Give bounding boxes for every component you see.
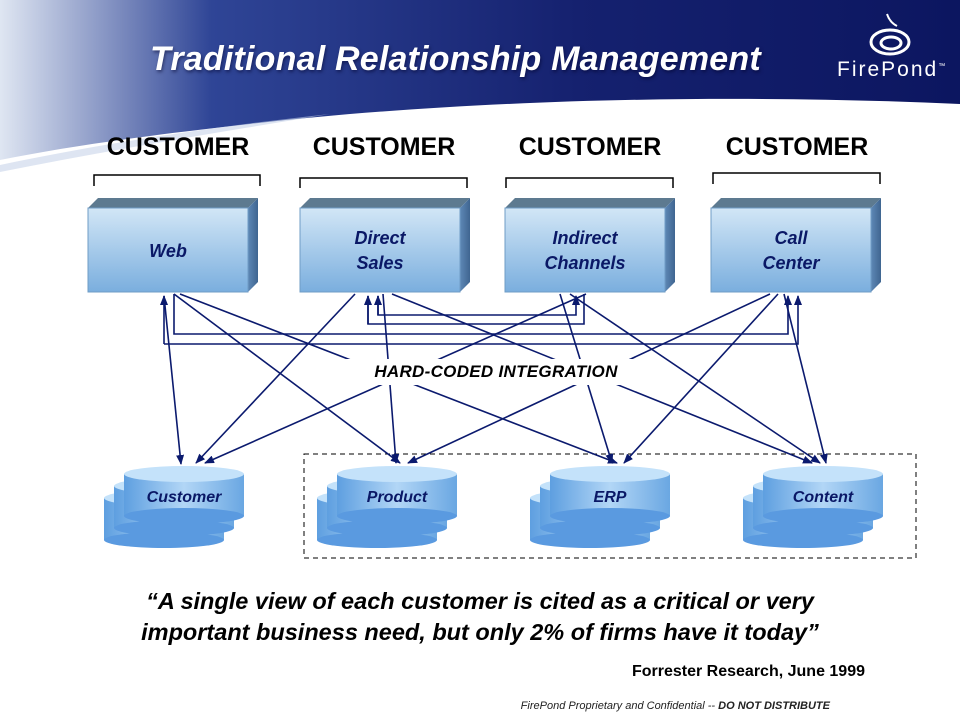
integration-connectors: [160, 293, 828, 465]
logo-trademark: ™: [938, 63, 946, 70]
channel-label-line1: Indirect: [552, 228, 618, 248]
database-label-content: Content: [792, 489, 854, 506]
footer-emphasis: DO NOT DISTRIBUTE: [718, 700, 830, 712]
customer-brackets: [93, 172, 881, 188]
database-label-erp: ERP: [593, 489, 627, 506]
database-label-customer: Customer: [146, 489, 222, 506]
footer-confidentiality: FirePond Proprietary and Confidential --…: [330, 700, 830, 712]
customer-label-3: CUSTOMER: [518, 133, 662, 161]
channel-box-indirect-channels: [504, 198, 675, 293]
integration-label: HARD-CODED INTEGRATION: [336, 359, 656, 385]
channel-label-line1: Web: [149, 241, 187, 261]
channel-label-web: Web: [88, 239, 248, 264]
channel-label-call-center: Call Center: [711, 226, 871, 276]
channel-label-direct-sales: Direct Sales: [300, 226, 460, 276]
database-product-stack: [317, 466, 457, 548]
database-content-stack: [743, 466, 883, 548]
channel-label-indirect-channels: Indirect Channels: [505, 226, 665, 276]
connector-web-callcenter: [173, 294, 792, 335]
channel-box-call-center: [710, 198, 881, 293]
header-band: [0, 0, 960, 160]
channel-label-line2: Sales: [356, 253, 404, 273]
quote-line-2: important business need, but only 2% of …: [141, 619, 819, 645]
channel-box-direct-sales: [299, 198, 470, 293]
channel-label-line1: Direct: [354, 228, 406, 248]
quote-line-1: “A single view of each customer is cited…: [146, 588, 814, 614]
database-erp-stack: [530, 466, 670, 548]
database-customer-stack: [104, 466, 244, 548]
firepond-logo-icon: [869, 13, 911, 56]
slide-title: Traditional Relationship Management: [150, 40, 761, 78]
logo-wordmark: FirePond™: [837, 58, 945, 82]
channel-box-web: [87, 198, 258, 293]
customer-label-2: CUSTOMER: [312, 133, 456, 161]
quote-source: Forrester Research, June 1999: [631, 663, 865, 680]
channel-boxes: [87, 198, 881, 293]
footer-prefix: FirePond Proprietary and Confidential --: [520, 700, 719, 712]
channel-label-line2: Channels: [544, 253, 626, 273]
channel-label-line2: Center: [762, 253, 820, 273]
channel-label-line1: Call: [774, 228, 808, 248]
quote: “A single view of each customer is cited…: [60, 586, 900, 648]
logo-text: FirePond: [837, 58, 939, 81]
database-stacks: [104, 466, 883, 548]
customer-label-1: CUSTOMER: [106, 133, 250, 161]
database-label-product: Product: [366, 489, 428, 506]
connector-outer-loop: [164, 295, 802, 345]
customer-label-4: CUSTOMER: [725, 133, 869, 161]
